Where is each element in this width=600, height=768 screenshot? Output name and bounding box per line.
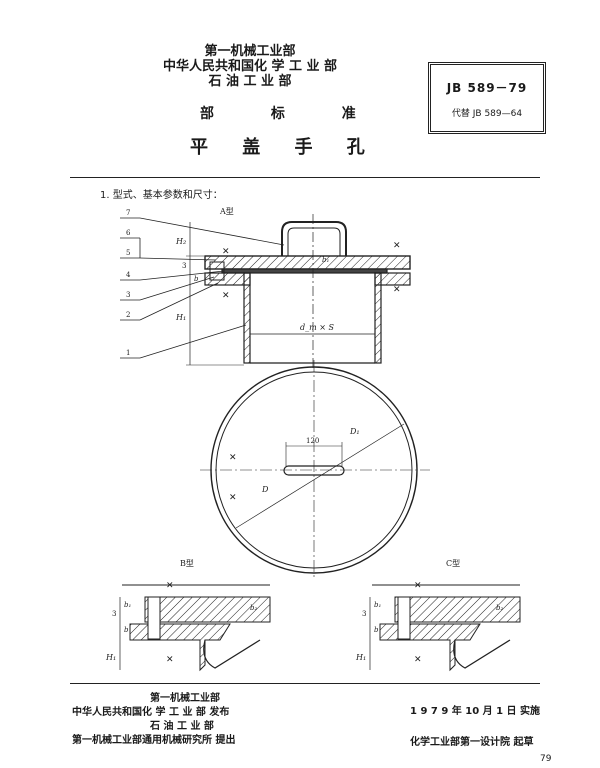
view-c-label: C型 (446, 559, 460, 568)
standard-number-box: JB 589－79 代替 JB 589—64 (428, 62, 546, 134)
cut-mark-icon: ✕ (229, 453, 237, 463)
issuer-line: 第一机械工业部 (204, 44, 296, 59)
part-number: 4 (126, 271, 131, 279)
cut-mark-icon: ✕ (229, 493, 237, 503)
document-title: 平 盖 手 孔 (190, 137, 379, 158)
cut-mark-icon: ✕ (393, 241, 401, 251)
standard-rank: 部 标 准 (200, 106, 382, 122)
issuer-line: 中华人民共和国化 学 工 业 部 (162, 59, 338, 74)
dim-120: 120 (306, 437, 319, 445)
footer-line: 第一机械工业部 (150, 693, 220, 704)
dim-D1: D₁ (349, 427, 360, 436)
dim-3: 3 (362, 610, 366, 618)
cut-mark-icon: ✕ (166, 581, 174, 591)
dim-b1: b₁ (124, 601, 131, 609)
cut-mark-icon: ✕ (414, 581, 422, 591)
view-b-label: B型 (180, 559, 194, 568)
footer-divider (70, 683, 540, 684)
view-a-label: A型 (219, 207, 234, 216)
dim-b2: b₂ (496, 604, 503, 612)
standard-code: JB 589－79 (446, 81, 528, 95)
cut-mark-icon: ✕ (222, 291, 230, 301)
view-c-detail: C型 b₁ b H₁ 3 b₂ ✕ ✕ (355, 559, 521, 672)
issuer-block: 第一机械工业部 中华人民共和国化 学 工 业 部 石 油 工 业 部 (130, 44, 370, 89)
part-number: 7 (126, 209, 130, 217)
dim-3: 3 (112, 610, 116, 618)
page-number: 79 (540, 754, 552, 764)
issuer-line: 石 油 工 业 部 (208, 74, 292, 89)
dim-h1: H₁ (175, 313, 186, 322)
part-number: 5 (126, 249, 130, 257)
dim-3: 3 (182, 262, 186, 270)
technical-drawing: A型 d_m × S b₁ H₂ H₁ 3 b ✕ ✕ ✕ ✕ (105, 207, 521, 672)
dim-h2: H₂ (175, 237, 186, 246)
replaced-standard: 代替 JB 589—64 (451, 109, 523, 119)
cut-mark-icon: ✕ (222, 247, 230, 257)
dim-b2: b₂ (250, 604, 257, 612)
cut-mark-icon: ✕ (393, 285, 401, 295)
dim-h1: H₁ (105, 653, 116, 662)
implementation-date: 1 9 7 9 年 10 月 1 日 实施 (410, 706, 541, 717)
dim-b: b (374, 626, 379, 634)
cut-mark-icon: ✕ (166, 655, 174, 665)
dim-h1-marker: b₁ (322, 256, 329, 264)
view-a-section: A型 d_m × S b₁ H₂ H₁ 3 b ✕ ✕ ✕ ✕ (175, 207, 411, 370)
dim-h1: H₁ (355, 653, 366, 662)
footer-line: 第一机械工业部通用机械研究所 提出 (72, 735, 236, 746)
footer-line: 石 油 工 业 部 (150, 721, 214, 732)
cut-mark-icon: ✕ (414, 655, 422, 665)
part-leaders (120, 217, 285, 359)
dim-dm-s: d_m × S (300, 323, 334, 332)
header-divider (70, 177, 540, 178)
part-number: 1 (126, 349, 130, 357)
dim-b1: b₁ (374, 601, 381, 609)
part-numbers: 7 6 5 4 3 2 1 (126, 209, 131, 357)
plan-view: 120 D₁ D ✕ ✕ (200, 360, 430, 580)
dim-b: b (194, 275, 199, 283)
view-b-detail: B型 b₁ b H₁ 3 b₂ ✕ ✕ (105, 559, 271, 672)
drafting-unit: 化学工业部第一设计院 起草 (410, 737, 534, 748)
dim-b: b (124, 626, 129, 634)
footer-line: 中华人民共和国化 学 工 业 部 发布 (72, 707, 230, 718)
part-number: 2 (126, 311, 130, 319)
part-number: 3 (126, 291, 130, 299)
footer-publishers: 第一机械工业部 中华人民共和国化 学 工 业 部 发布 石 油 工 业 部 第一… (72, 692, 352, 748)
part-number: 6 (126, 229, 131, 237)
section-heading: 1. 型式、基本参数和尺寸： (100, 190, 223, 201)
dim-D: D (261, 485, 269, 494)
